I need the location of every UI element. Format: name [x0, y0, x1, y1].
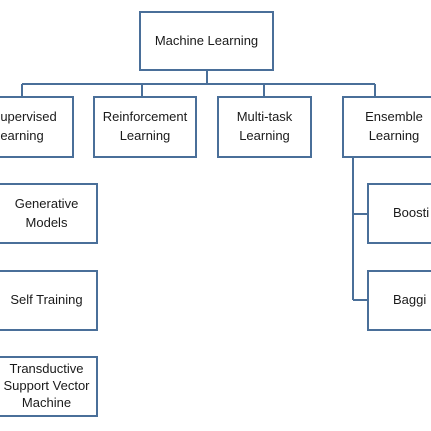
node-multi-task-learning: Multi-task Learning: [217, 96, 312, 158]
node-semi-supervised-learning-label: -Supervised earning: [0, 109, 57, 143]
node-transductive-svm: Transductive Support Vector Machine: [0, 356, 98, 417]
node-boosting-label: Boosti: [393, 205, 430, 221]
node-multi-task-learning-label: Multi-task Learning: [236, 109, 293, 143]
node-ensemble-learning: Ensemble Learning: [342, 96, 431, 158]
node-machine-learning-label: Machine Learning: [154, 32, 259, 48]
node-reinforcement-learning: Reinforcement Learning: [93, 96, 197, 158]
node-self-training-label: Self Training: [10, 292, 83, 308]
node-self-training: Self Training: [0, 270, 98, 331]
node-machine-learning: Machine Learning: [139, 11, 274, 71]
node-reinforcement-learning-label: Reinforcement Learning: [102, 109, 188, 143]
node-generative-models-label: Generative Models: [14, 195, 79, 230]
node-bagging: Baggi: [367, 270, 431, 331]
node-ensemble-learning-label: Ensemble Learning: [365, 109, 423, 143]
node-generative-models: Generative Models: [0, 183, 98, 244]
node-bagging-label: Baggi: [393, 292, 427, 308]
node-semi-supervised-learning: -Supervised earning: [0, 96, 74, 158]
node-boosting: Boosti: [367, 183, 431, 244]
node-transductive-svm-label: Transductive Support Vector Machine: [3, 361, 90, 410]
